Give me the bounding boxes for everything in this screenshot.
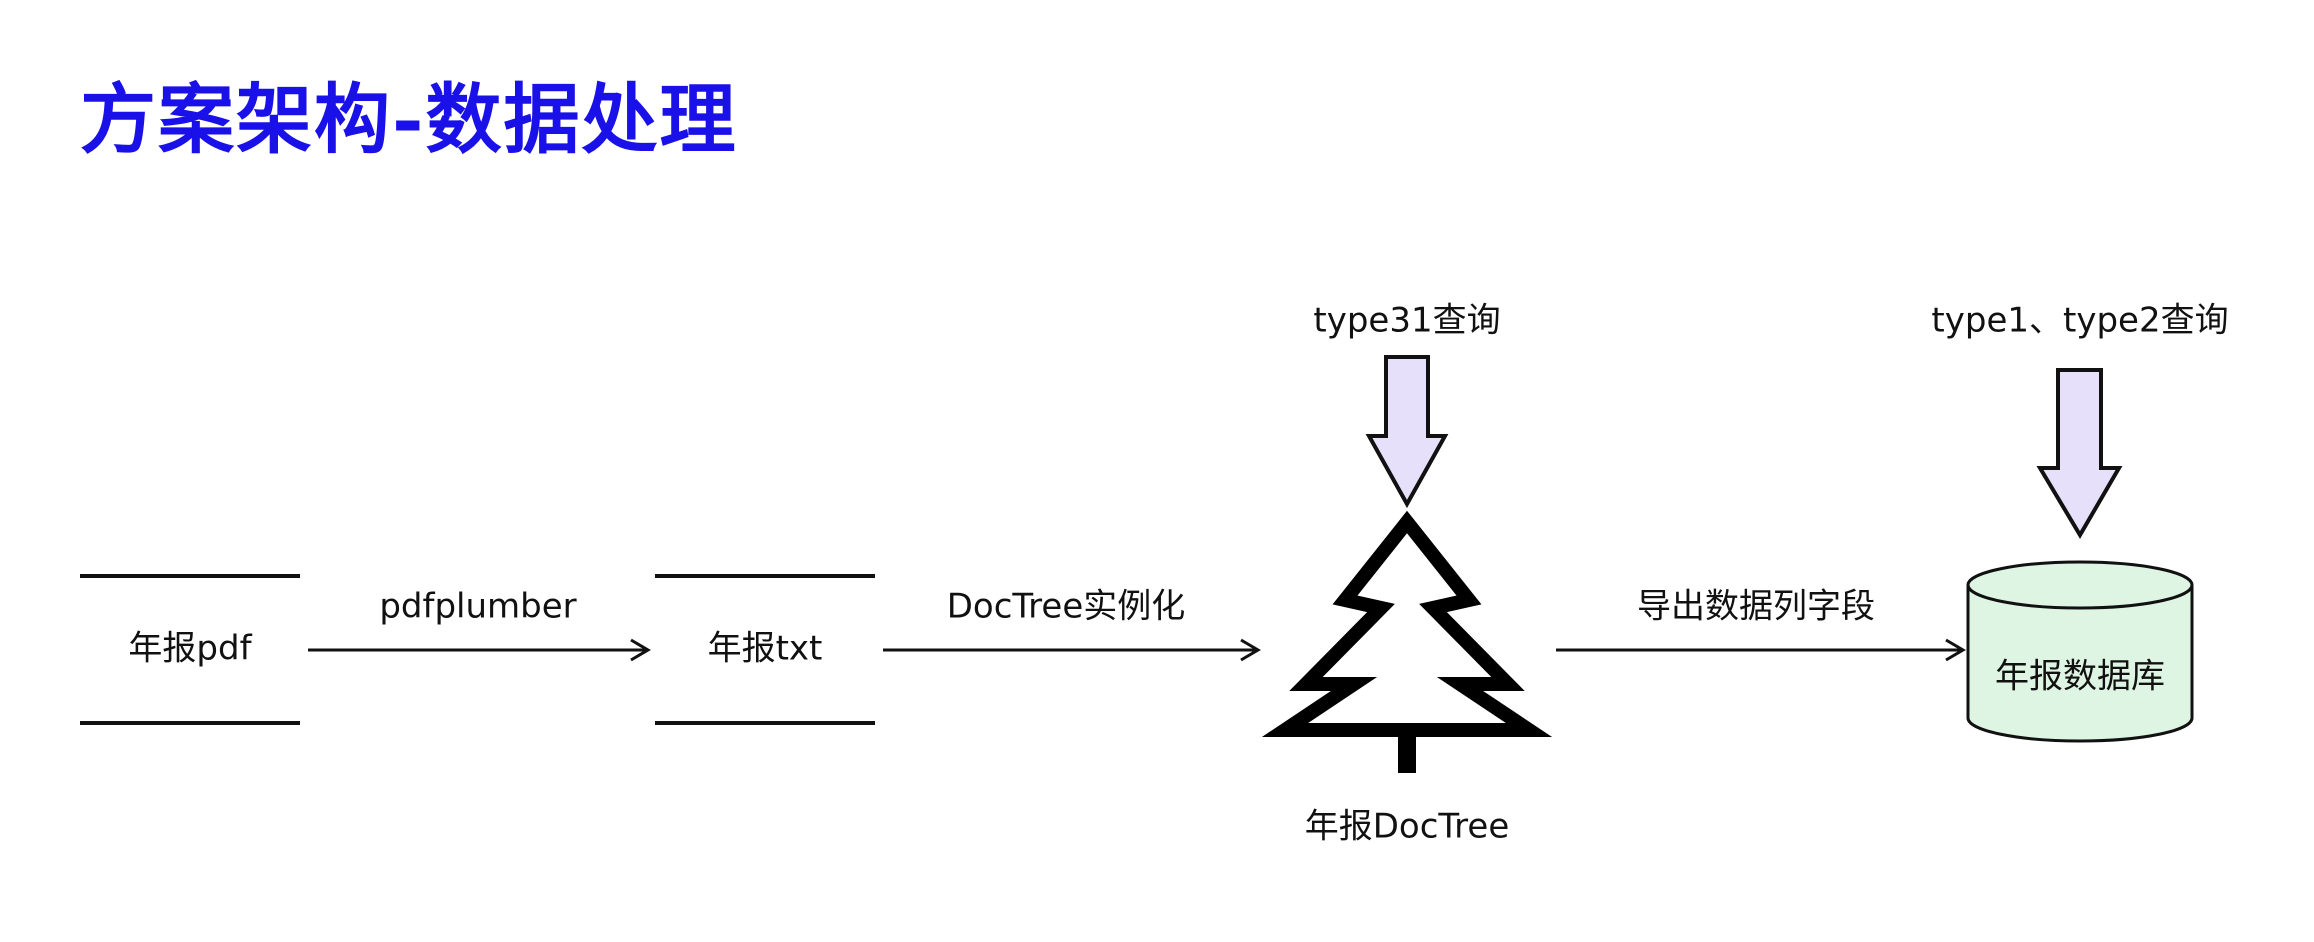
database-icon (1966, 585, 2194, 743)
edge-label-export-fields: 导出数据列字段 (1637, 587, 1875, 627)
annual-report-pdf-node: 年报pdf (80, 574, 300, 725)
database-top (1966, 560, 2194, 610)
node-label-txt: 年报txt (708, 629, 823, 669)
query-doctree: type31查询 (1313, 301, 1501, 509)
node-label-doctree: 年报DocTree (1305, 807, 1510, 847)
tree-trunk (1398, 735, 1416, 773)
annual-report-txt-node: 年报txt (655, 574, 875, 725)
query-database: type1、type2查询 (1931, 301, 2229, 539)
edge-doctree-to-db: 导出数据列字段 (1556, 587, 1966, 662)
edge-label-pdfplumber: pdfplumber (379, 587, 576, 627)
edge-pdf-to-txt: pdfplumber (308, 587, 651, 662)
page-title: 方案架构-数据处理 (80, 75, 738, 164)
tree-icon (1261, 510, 1553, 737)
node-label-database: 年报数据库 (1995, 657, 2165, 697)
annual-report-database-node: 年报数据库 (1966, 560, 2194, 743)
annual-report-doctree-node: 年报DocTree (1261, 510, 1553, 847)
query-label-type1-type2: type1、type2查询 (1931, 301, 2228, 341)
edge-label-doctree-instantiation: DocTree实例化 (947, 587, 1186, 627)
query-label-type31: type31查询 (1313, 301, 1500, 341)
node-label-pdf: 年报pdf (128, 629, 252, 669)
edge-txt-to-doctree: DocTree实例化 (883, 587, 1261, 662)
down-arrow-icon (2036, 368, 2123, 539)
down-arrow-icon (1365, 355, 1449, 509)
